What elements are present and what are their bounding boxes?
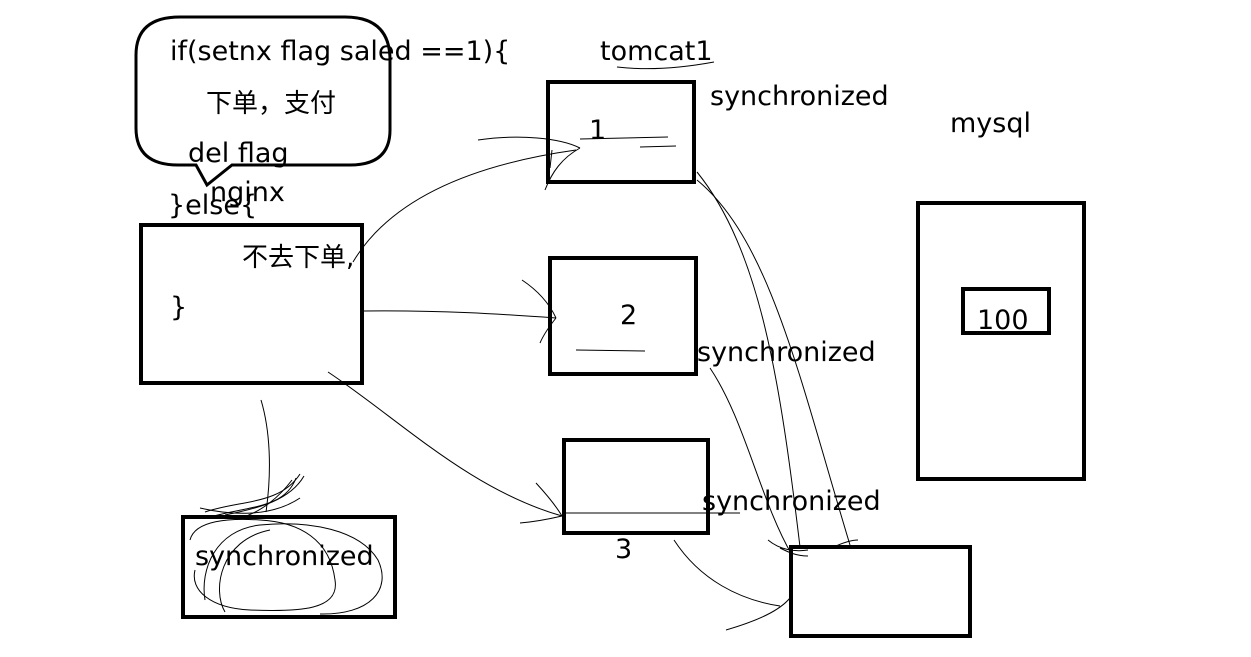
tomcat-node-3 [562,438,710,535]
sync-label-node-2: synchronized [697,337,876,368]
tomcat-node-1-label: 1 [589,115,606,146]
tomcat-node-3-label: 3 [615,534,632,565]
shared-lock-box [789,545,972,638]
mysql-label: mysql [950,108,1031,139]
callout-bubble [134,15,392,188]
connector-node-3-to-lock [673,539,781,607]
callout-code-line-1: if(setnx flag saled ==1){ [170,36,510,67]
sync-lock-label: synchronized [195,541,374,572]
sync-label-node-3: synchronized [702,486,881,517]
sync-label-node-1: synchronized [710,81,889,112]
connector-node-2-to-lock [709,367,793,556]
callout-code-line-3: del flag [188,138,289,169]
connector-lock-return [725,597,791,631]
stock-box [961,287,1051,335]
node-2-scribble [575,349,646,352]
arrow-nginx-to-node-1 [352,149,577,263]
lock-scribble [189,473,383,615]
tomcat-node-2-label: 2 [620,300,637,331]
connector-node-1-to-lock [696,171,801,548]
arrow-head-node-2 [521,279,557,344]
tomcat-label: tomcat1 [600,36,713,67]
tomcat-node-1 [546,80,696,184]
connector-node-1-to-lock-b [696,179,851,546]
sync-lock-box [181,515,397,619]
arrow-head-node-3 [519,482,740,524]
callout-code-line-6: } [170,292,187,323]
tomcat-underline [616,61,715,70]
connector-nginx-to-sync-lock [260,399,270,513]
arrow-nginx-to-node-3 [327,371,563,517]
callout-code-line-5: 不去下单, [242,243,354,273]
callout-code-line-4: }else{ [168,190,257,221]
tomcat-node-2 [548,256,698,376]
arrow-nginx-to-node-2 [363,310,557,319]
mysql-box [916,201,1086,481]
arrow-head-node-1 [477,136,581,191]
node-1-scribble [579,136,677,148]
callout-code-line-2: 下单，支付 [206,89,336,119]
stock-value: 100 [977,305,1029,336]
nginx-label: nginx [210,177,285,208]
arrow-head-lock [767,539,859,557]
nginx-box [139,223,364,385]
